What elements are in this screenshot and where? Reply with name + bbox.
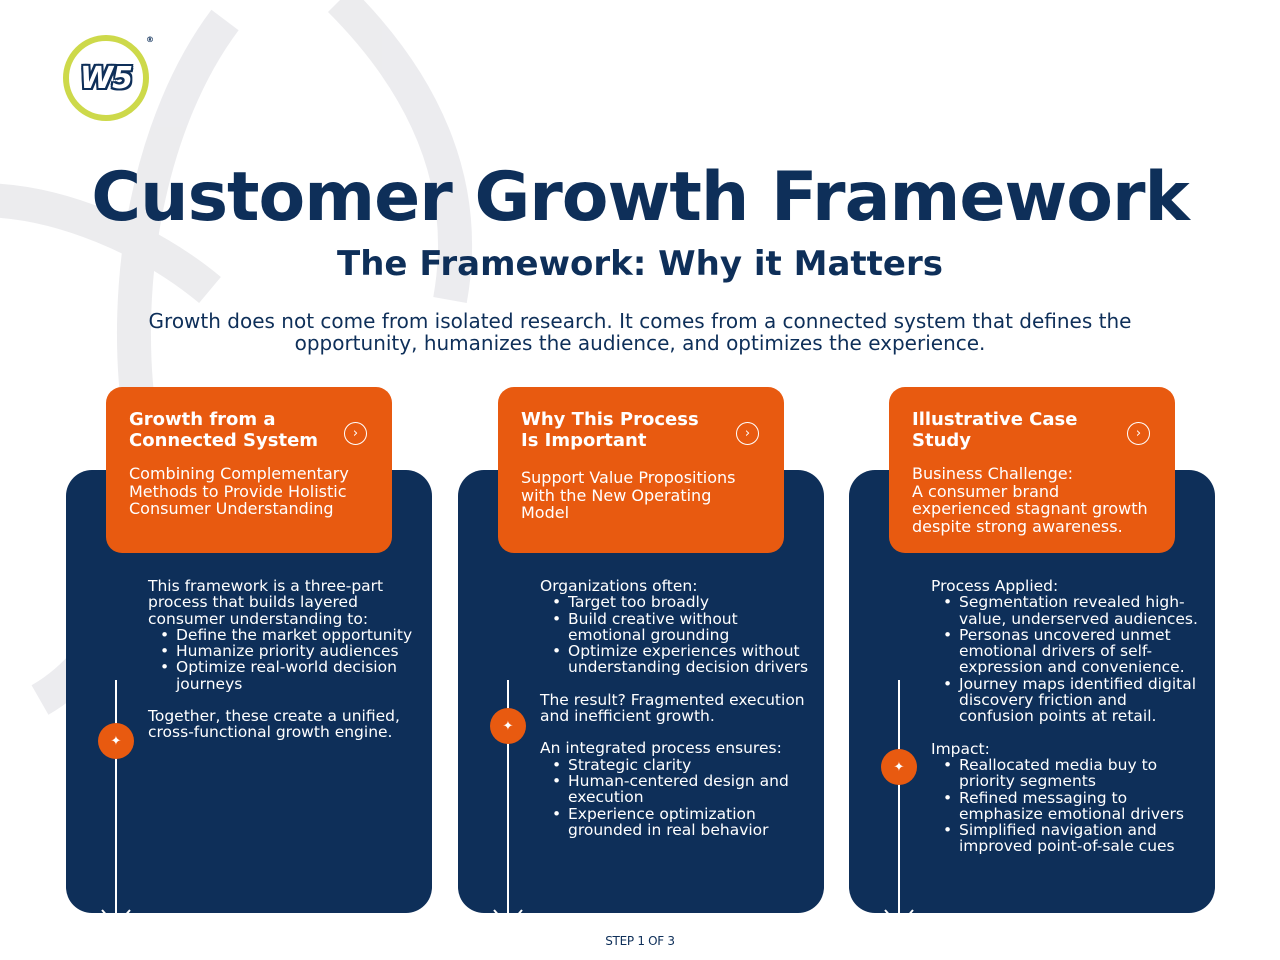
list-item: Refined messaging to emphasize emotional… [931, 790, 1201, 823]
list-item: Define the market opportunity [148, 627, 418, 644]
list-item: Segmentation revealed high-value, unders… [931, 594, 1201, 627]
column-body: This framework is a three-part process t… [148, 578, 418, 741]
card-header[interactable]: Growth from a Connected System › Combini… [106, 387, 392, 553]
bullet-list: Target too broadly Build creative withou… [540, 594, 810, 676]
sparkle-icon: ✦ [881, 749, 917, 785]
list-item: Optimize experiences without understandi… [540, 643, 810, 676]
list-item: Optimize real-world decision journeys [148, 659, 418, 692]
list-item: Build creative without emotional groundi… [540, 611, 810, 644]
bullet-list: Segmentation revealed high-value, unders… [931, 594, 1201, 724]
list-item: Human-centered design and execution [540, 773, 810, 806]
card-title: Illustrative Case Study [912, 409, 1078, 451]
list-item: Journey maps identified digital discover… [931, 676, 1201, 725]
list-item: Strategic clarity [540, 756, 810, 773]
sparkle-icon: ✦ [98, 723, 134, 759]
arrow-down-icon [101, 909, 131, 928]
bullet-list: Define the market opportunity Humanize p… [148, 627, 418, 692]
timeline-line [115, 680, 117, 928]
arrow-down-icon [884, 909, 914, 928]
card-title: Why This Process Is Important [521, 409, 699, 451]
process-label: Process Applied: [931, 577, 1059, 595]
card-text-label: Business Challenge: [912, 464, 1074, 483]
body-ensure-intro: An integrated process ensures: [540, 739, 782, 758]
step-indicator: STEP 1 OF 3 [605, 934, 675, 948]
body-intro: Organizations often: [540, 577, 698, 595]
page-subtitle: The Framework: Why it Matters [337, 244, 943, 284]
body-closing: Together, these create a unified, cross-… [148, 707, 400, 742]
timeline-line [507, 680, 509, 928]
list-item: Simplified navigation and improved point… [931, 822, 1201, 855]
timeline-line [898, 680, 900, 928]
card-text: Combining Complementary Methods to Provi… [129, 464, 349, 518]
body-intro: This framework is a three-part process t… [148, 577, 384, 628]
intro-text: Growth does not come from isolated resea… [148, 309, 1132, 355]
card-header[interactable]: Why This Process Is Important › Support … [498, 387, 784, 553]
column-case-study: ✦ Process Applied: Segmentation revealed… [849, 387, 1215, 928]
column-body: Organizations often: Target too broadly … [540, 578, 810, 838]
card-header[interactable]: Illustrative Case Study › Business Chall… [889, 387, 1175, 553]
bullet-list: Reallocated media buy to priority segmen… [931, 757, 1201, 855]
bullet-list: Strategic clarity Human-centered design … [540, 756, 810, 839]
sparkle-icon: ✦ [490, 708, 526, 744]
list-item: Personas uncovered unmet emotional drive… [931, 627, 1201, 676]
list-item: Target too broadly [540, 594, 810, 611]
logo-text: W5 [80, 60, 133, 96]
column-body: Process Applied: Segmentation revealed h… [931, 578, 1201, 855]
arrow-down-icon [493, 909, 523, 928]
chevron-right-circle-icon[interactable]: › [344, 422, 367, 445]
column-connected-system: ✦ This framework is a three-part process… [66, 387, 432, 928]
list-item: Experience optimization grounded in real… [540, 806, 810, 839]
registered-mark: ® [146, 35, 154, 44]
chevron-right-circle-icon[interactable]: › [1127, 422, 1150, 445]
w5-logo: W5 ® [63, 35, 154, 121]
body-result: The result? Fragmented execution and ine… [540, 690, 805, 726]
card-title: Growth from a Connected System [129, 409, 319, 451]
chevron-right-circle-icon[interactable]: › [736, 422, 759, 445]
card-text: Support Value Propositions with the New … [521, 468, 736, 522]
card-text: Business Challenge: A consumer brand exp… [912, 465, 1153, 535]
page-title: Customer Growth Framework [91, 158, 1189, 237]
impact-label: Impact: [931, 739, 990, 758]
list-item: Reallocated media buy to priority segmen… [931, 757, 1201, 790]
card-text-body: A consumer brand experienced stagnant gr… [912, 481, 1148, 536]
column-why-important: ✦ Organizations often: Target too broadl… [458, 387, 824, 928]
list-item: Humanize priority audiences [148, 643, 418, 660]
